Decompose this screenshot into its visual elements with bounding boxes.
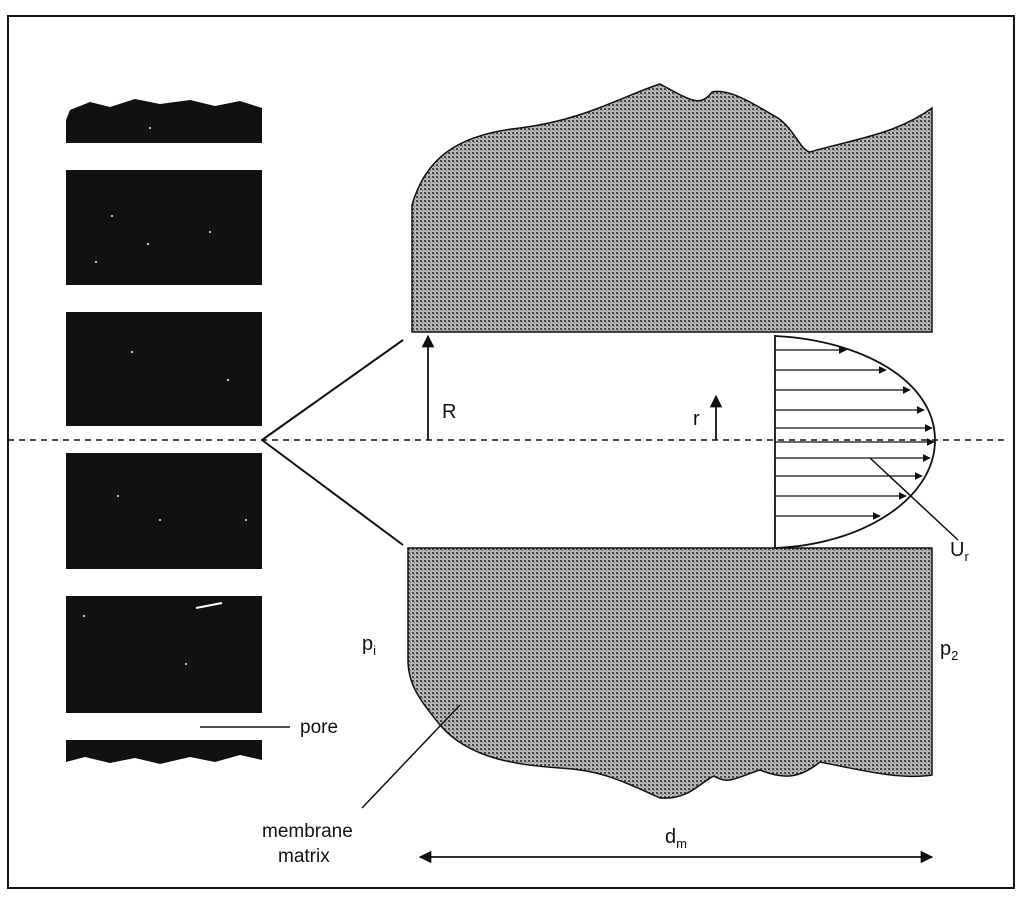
membrane-speckles — [83, 127, 247, 665]
pressure-out-label: p2 — [940, 638, 958, 663]
pore-1 — [66, 143, 262, 170]
figure-frame — [7, 15, 1015, 889]
pore-label: pore — [300, 717, 338, 738]
zoom-line-bottom — [261, 439, 404, 546]
velocity-profile — [774, 335, 936, 549]
pore-4 — [66, 569, 262, 596]
matrix-label-line1: membrane — [262, 821, 353, 842]
matrix-upper — [411, 83, 933, 333]
radius-label: R — [442, 401, 456, 423]
velocity-label: Ur — [950, 539, 969, 564]
pressure-in-label: pi — [362, 633, 376, 658]
matrix-label-line2: matrix — [278, 846, 330, 867]
velocity-pointer — [869, 457, 959, 541]
membrane-slab — [66, 99, 262, 764]
thickness-label: dm — [665, 826, 687, 851]
zoom-line-top — [261, 339, 404, 441]
matrix-pointer — [361, 704, 461, 809]
pore-2 — [66, 285, 262, 312]
membrane-scratch — [195, 602, 223, 609]
radial-label: r — [693, 408, 700, 430]
matrix-lower — [407, 547, 933, 799]
